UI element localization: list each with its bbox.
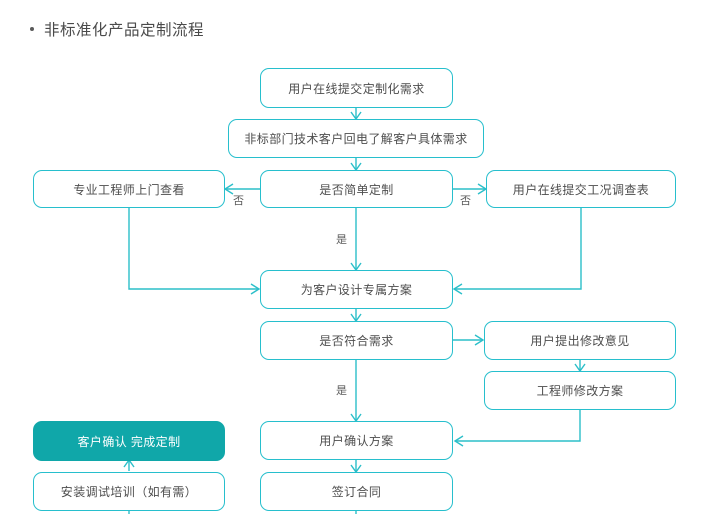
connector-n3-n6: [128, 208, 258, 290]
arrowhead-n3-n6: [250, 283, 261, 295]
node-label: 非标部门技术客户回电了解客户具体需求: [244, 132, 468, 146]
node-submit-condition-form[interactable]: 用户在线提交工况调查表: [486, 170, 676, 208]
node-label: 用户在线提交工况调查表: [512, 182, 650, 197]
node-submit-request[interactable]: 用户在线提交定制化需求: [260, 68, 453, 108]
node-label: 是否简单定制: [319, 182, 394, 197]
node-design-solution[interactable]: 为客户设计专属方案: [260, 270, 453, 309]
node-label: 专业工程师上门查看: [73, 182, 185, 197]
arrowhead-n9-n11: [453, 435, 464, 447]
node-label: 签订合同: [331, 485, 382, 499]
arrowhead-n5-n6: [452, 283, 463, 295]
node-label: 用户在线提交定制化需求: [288, 81, 425, 96]
node-sign-contract[interactable]: 签订合同: [260, 472, 453, 511]
node-label: 用户确认方案: [319, 434, 394, 448]
node-label: 工程师修改方案: [536, 384, 624, 398]
node-user-confirm-plan[interactable]: 用户确认方案: [260, 421, 453, 460]
edge-label-no-right: 否: [460, 195, 471, 207]
node-label: 为客户设计专属方案: [300, 283, 413, 297]
node-is-simple-custom[interactable]: 是否简单定制: [260, 170, 453, 208]
edge-label-no-left: 否: [233, 195, 244, 207]
node-engineer-revise[interactable]: 工程师修改方案: [484, 371, 676, 410]
connector-n5-n6: [455, 208, 582, 290]
arrowhead-n4-n3: [223, 183, 234, 195]
node-meets-requirement[interactable]: 是否符合需求: [260, 321, 453, 360]
node-customer-confirm-complete[interactable]: 客户确认 完成定制: [33, 421, 225, 461]
node-department-callback[interactable]: 非标部门技术客户回电了解客户具体需求: [228, 119, 484, 158]
connector-n9-n11: [456, 410, 581, 442]
arrowhead-n7-n8: [474, 334, 485, 346]
node-label: 用户提出修改意见: [530, 334, 630, 348]
edge-label-yes-bottom: 是: [336, 385, 347, 397]
node-label: 客户确认 完成定制: [77, 434, 181, 449]
edge-label-yes-top: 是: [336, 234, 347, 246]
node-user-revision-feedback[interactable]: 用户提出修改意见: [484, 321, 676, 360]
node-label: 是否符合需求: [319, 334, 394, 348]
node-label: 安装调试培训（如有需）: [60, 485, 198, 499]
bullet-dot-icon: [30, 27, 34, 31]
page-title-text: 非标准化产品定制流程: [44, 22, 205, 39]
page-title: 非标准化产品定制流程: [30, 18, 204, 40]
node-engineer-onsite[interactable]: 专业工程师上门查看: [33, 170, 225, 208]
node-install-debug-training[interactable]: 安装调试培训（如有需）: [33, 472, 225, 511]
